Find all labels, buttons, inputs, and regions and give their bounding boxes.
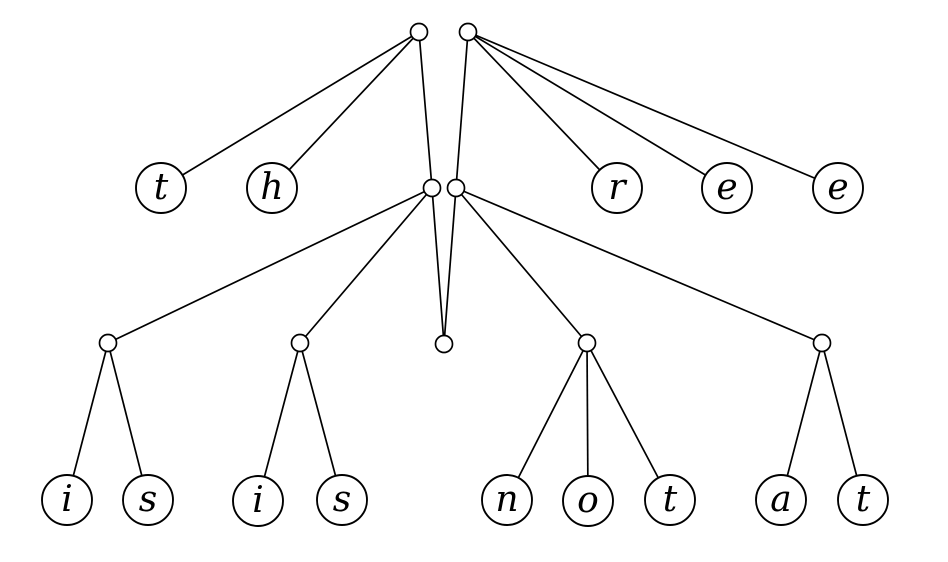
node-circle — [290, 333, 310, 353]
tree-edge-mid-left-branch-2 — [299, 187, 433, 344]
tree-edge-mid-left-branch-1 — [107, 187, 433, 344]
node-circle — [434, 334, 454, 354]
node-label: o — [577, 480, 599, 521]
tree-edge-root-left-leaf-t1 — [160, 31, 420, 189]
node-circle — [481, 474, 533, 526]
tree-edge-branch-4-leaf-t3 — [821, 342, 864, 501]
node-label: e — [716, 167, 737, 208]
node-label: n — [495, 479, 518, 520]
node-circle — [98, 333, 118, 353]
node-circle — [135, 162, 187, 214]
node-circle — [446, 178, 466, 198]
node-circle — [122, 474, 174, 526]
node-label: t — [663, 479, 678, 520]
tree-node-mid-right — [446, 178, 466, 198]
tree-edge-mid-right-branch-center — [443, 187, 457, 345]
tree-edge-mid-right-branch-3 — [455, 187, 588, 344]
node-circle — [246, 162, 298, 214]
tree-edge-root-right-leaf-e2 — [467, 31, 839, 189]
tree-edge-mid-right-branch-4 — [455, 187, 823, 344]
tree-edge-root-right-leaf-e1 — [467, 31, 728, 189]
tree-node-leaf-t3: t — [837, 474, 889, 526]
node-circle — [812, 333, 832, 353]
tree-node-leaf-e2: e — [812, 162, 864, 214]
tree-node-branch-1 — [98, 333, 118, 353]
tree-node-leaf-e1: e — [701, 162, 753, 214]
tree-edge-branch-3-leaf-n — [506, 342, 588, 501]
tree-edge-root-left-leaf-h — [271, 31, 420, 189]
node-label: t — [856, 479, 871, 520]
tree-node-leaf-s2: s — [316, 474, 368, 526]
tree-edge-root-right-mid-right — [455, 31, 469, 189]
tree-edge-branch-2-leaf-i2 — [257, 342, 301, 502]
node-circle — [316, 474, 368, 526]
tree-edge-branch-3-leaf-o — [586, 342, 589, 502]
tree-node-leaf-t2: t — [644, 474, 696, 526]
node-circle — [458, 22, 478, 42]
tree-node-leaf-o: o — [562, 475, 614, 527]
tree-node-branch-2 — [290, 333, 310, 353]
node-label: e — [827, 167, 848, 208]
tree-node-branch-center — [434, 334, 454, 354]
edge-layer — [66, 31, 864, 502]
tree-edge-branch-1-leaf-s1 — [107, 342, 149, 501]
tree-edge-mid-left-branch-center — [431, 187, 445, 345]
tree-node-leaf-s1: s — [122, 474, 174, 526]
tree-edge-branch-4-leaf-a — [780, 342, 823, 501]
tree-edge-branch-3-leaf-t2 — [586, 342, 671, 501]
tree-edge-branch-1-leaf-i1 — [66, 342, 109, 501]
tree-node-leaf-i1: i — [41, 474, 93, 526]
node-label: s — [139, 479, 157, 520]
tree-edge-branch-2-leaf-s2 — [299, 342, 343, 501]
node-label: a — [770, 479, 791, 520]
node-label: i — [61, 479, 73, 520]
node-circle — [837, 474, 889, 526]
node-circle — [422, 178, 442, 198]
tree-node-leaf-a: a — [755, 474, 807, 526]
node-label: r — [608, 167, 627, 208]
node-layer: t h r e e i s i s n o t a t — [41, 22, 889, 527]
node-circle — [701, 162, 753, 214]
node-label: h — [260, 167, 283, 208]
node-circle — [577, 333, 597, 353]
node-circle — [409, 22, 429, 42]
node-label: t — [154, 167, 169, 208]
tree-node-leaf-t1: t — [135, 162, 187, 214]
tree-node-leaf-n: n — [481, 474, 533, 526]
node-circle — [644, 474, 696, 526]
tree-node-branch-4 — [812, 333, 832, 353]
node-label: i — [252, 480, 264, 521]
tree-node-mid-left — [422, 178, 442, 198]
tree-node-leaf-h: h — [246, 162, 298, 214]
tree-node-branch-3 — [577, 333, 597, 353]
node-circle — [591, 162, 643, 214]
tree-node-root-right — [458, 22, 478, 42]
tree-edge-root-left-mid-left — [418, 31, 433, 189]
node-circle — [812, 162, 864, 214]
node-circle — [562, 475, 614, 527]
node-circle — [232, 475, 284, 527]
tree-node-leaf-i2: i — [232, 475, 284, 527]
node-label: s — [333, 479, 351, 520]
tree-node-root-left — [409, 22, 429, 42]
node-circle — [41, 474, 93, 526]
tree-edge-root-right-leaf-r — [467, 31, 618, 189]
tree-node-leaf-r: r — [591, 162, 643, 214]
node-circle — [755, 474, 807, 526]
